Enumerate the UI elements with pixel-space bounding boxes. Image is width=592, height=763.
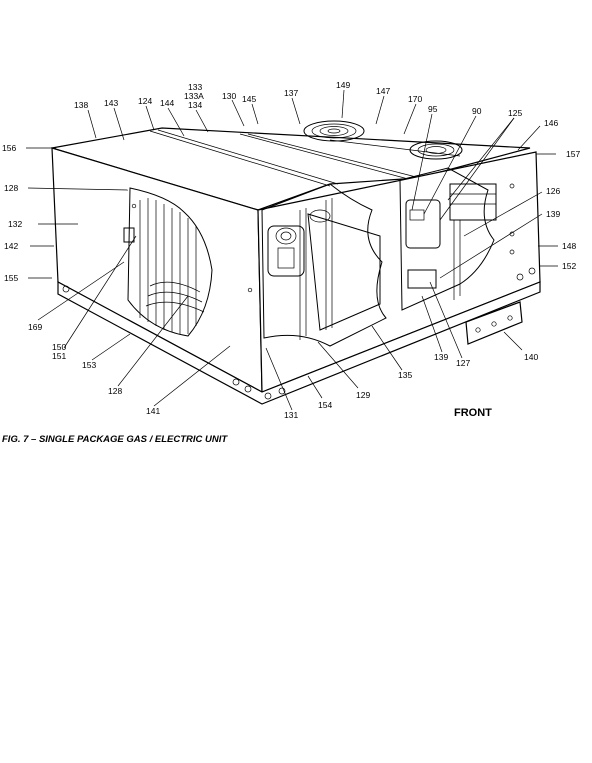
callout-150: 150 <box>52 342 66 352</box>
callout-146: 146 <box>544 118 558 128</box>
callout-140: 140 <box>524 352 538 362</box>
front-label: FRONT <box>454 407 492 419</box>
callout-90: 90 <box>472 106 482 116</box>
callout-147: 147 <box>376 86 390 96</box>
callout-149: 149 <box>336 80 350 90</box>
callout-133: 133 <box>188 82 202 92</box>
callout-128-upper: 128 <box>4 183 18 193</box>
callout-126: 126 <box>546 186 560 196</box>
callout-143: 143 <box>104 98 118 108</box>
callout-144: 144 <box>160 98 174 108</box>
callout-157: 157 <box>566 149 580 159</box>
callout-151: 151 <box>52 351 66 361</box>
control-panel-cover <box>465 301 523 345</box>
callout-138: 138 <box>74 100 88 110</box>
callout-156: 156 <box>2 143 16 153</box>
callout-145: 145 <box>242 94 256 104</box>
callout-141: 141 <box>146 406 160 416</box>
callout-130: 130 <box>222 91 236 101</box>
callout-153: 153 <box>82 360 96 370</box>
callout-labels: 138 143 124 144 133 133A 134 130 145 137… <box>2 80 580 420</box>
callout-124: 124 <box>138 96 152 106</box>
callout-132: 132 <box>8 219 22 229</box>
blower-cutaway <box>261 183 387 347</box>
callout-95: 95 <box>428 104 438 114</box>
callout-137: 137 <box>284 88 298 98</box>
callout-152: 152 <box>562 261 576 271</box>
callout-142: 142 <box>4 241 18 251</box>
callout-133a: 133A <box>184 91 204 101</box>
condenser-fan-grille-rear <box>409 140 463 160</box>
callout-169: 169 <box>28 322 42 332</box>
callout-125: 125 <box>508 108 522 118</box>
control-compartment-cutaway <box>399 167 497 311</box>
callout-131: 131 <box>284 410 298 420</box>
callout-148: 148 <box>562 241 576 251</box>
leader-lines <box>26 89 558 411</box>
figure-caption: FIG. 7 – SINGLE PACKAGE GAS / ELECTRIC U… <box>2 434 228 445</box>
heat-exchanger-cutaway <box>123 187 213 337</box>
callout-129: 129 <box>356 390 370 400</box>
callout-139-lower: 139 <box>434 352 448 362</box>
condenser-fan-grille-front <box>303 120 365 142</box>
callout-135: 135 <box>398 370 412 380</box>
callout-139-upper: 139 <box>546 209 560 219</box>
callout-127: 127 <box>456 358 470 368</box>
callout-134: 134 <box>188 100 202 110</box>
callout-128-lower: 128 <box>108 386 122 396</box>
callout-155: 155 <box>4 273 18 283</box>
callout-170: 170 <box>408 94 422 104</box>
callout-154: 154 <box>318 400 332 410</box>
